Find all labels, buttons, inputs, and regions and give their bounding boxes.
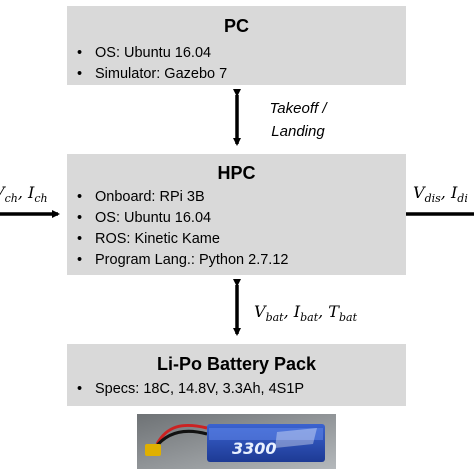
pc-spec-list: OS: Ubuntu 16.04 Simulator: Gazebo 7 [67,43,406,85]
pc-spec-item: Simulator: Gazebo 7 [67,64,406,85]
bat-v-subscript: bat [265,311,284,325]
battery-spec-item: Specs: 18C, 14.8V, 3.3Ah, 4S1P [67,379,406,400]
input-i-subscript: ch [34,192,48,206]
input-signals-label: Vch, Ich [0,183,48,205]
output-i-subscript: di [457,192,468,206]
takeoff-landing-label: Takeoff / Landing [248,97,348,143]
bat-t-subscript: bat [338,311,357,325]
input-v-subscript: ch [4,192,18,206]
output-separator: , [440,183,451,202]
bat-separator: , [318,302,329,321]
output-signals-label: Vdis, Idi [413,183,468,205]
hpc-title: HPC [217,163,256,183]
bat-i-subscript: bat [300,311,319,325]
bat-i-symbol: I [293,302,301,321]
output-i-symbol: I [450,183,458,202]
takeoff-label-line1: Takeoff / [269,100,327,117]
hpc-spec-item: Program Lang.: Python 2.7.12 [67,250,406,271]
output-v-symbol: V [413,183,425,202]
input-separator: , [17,183,28,202]
bat-t-symbol: T [328,302,339,321]
takeoff-label-line2: Landing [271,123,325,140]
battery-title: Li-Po Battery Pack [156,354,317,374]
battery-photo-label: 3300 [232,439,277,458]
battery-box: Li-Po Battery Pack Specs: 18C, 14.8V, 3.… [67,344,406,406]
battery-photo: 3300 [137,414,336,469]
input-v-symbol: V [0,183,5,202]
battery-spec-list: Specs: 18C, 14.8V, 3.3Ah, 4S1P [67,379,406,400]
pc-title: PC [223,16,249,36]
bat-separator: , [283,302,294,321]
hpc-box: HPC Onboard: RPi 3B OS: Ubuntu 16.04 ROS… [67,154,406,275]
hpc-spec-item: OS: Ubuntu 16.04 [67,208,406,229]
hpc-spec-item: Onboard: RPi 3B [67,187,406,208]
pc-box: PC OS: Ubuntu 16.04 Simulator: Gazebo 7 [67,6,406,85]
output-v-subscript: dis [424,192,441,206]
battery-signals-label: Vbat, Ibat, Tbat [254,302,357,324]
hpc-spec-item: ROS: Kinetic Kame [67,229,406,250]
input-i-symbol: I [27,183,35,202]
hpc-spec-list: Onboard: RPi 3B OS: Ubuntu 16.04 ROS: Ki… [67,187,406,271]
pc-spec-item: OS: Ubuntu 16.04 [67,43,406,64]
bat-v-symbol: V [254,302,266,321]
